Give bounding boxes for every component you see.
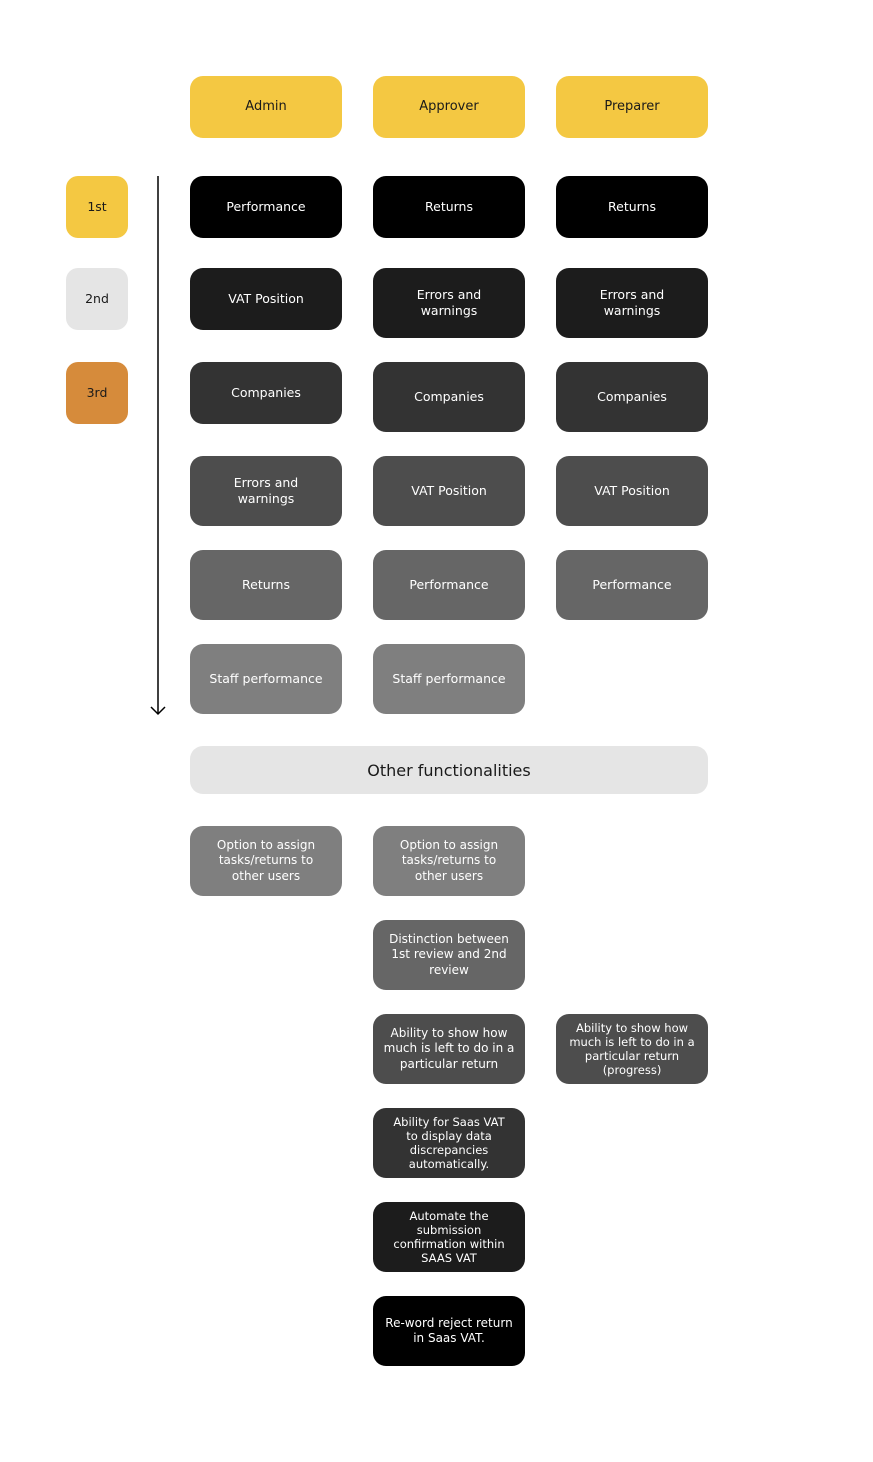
preparer-item-performance: Performance bbox=[556, 550, 708, 620]
admin-item-errors-and-warnings: Errors and warnings bbox=[190, 456, 342, 526]
admin-item-vat-position: VAT Position bbox=[190, 268, 342, 330]
preparer-item-returns: Returns bbox=[556, 176, 708, 238]
approver-item-companies: Companies bbox=[373, 362, 525, 432]
approver-item-returns: Returns bbox=[373, 176, 525, 238]
approver-other-distinction: Distinction between 1st review and 2nd r… bbox=[373, 920, 525, 990]
preparer-item-vat-position: VAT Position bbox=[556, 456, 708, 526]
admin-item-returns: Returns bbox=[190, 550, 342, 620]
admin-item-staff-performance: Staff performance bbox=[190, 644, 342, 714]
priority-arrow-icon bbox=[150, 176, 166, 716]
approver-item-errors-and-warnings: Errors and warnings bbox=[373, 268, 525, 338]
rank-1st: 1st bbox=[66, 176, 128, 238]
header-preparer: Preparer bbox=[556, 76, 708, 138]
admin-other-assign: Option to assign tasks/returns to other … bbox=[190, 826, 342, 896]
approver-item-vat-position: VAT Position bbox=[373, 456, 525, 526]
header-approver: Approver bbox=[373, 76, 525, 138]
preparer-other-progress: Ability to show how much is left to do i… bbox=[556, 1014, 708, 1084]
approver-other-automate: Automate the submission confirmation wit… bbox=[373, 1202, 525, 1272]
other-functionalities-bar: Other functionalities bbox=[190, 746, 708, 794]
rank-2nd: 2nd bbox=[66, 268, 128, 330]
header-admin: Admin bbox=[190, 76, 342, 138]
approver-other-discrepancies: Ability for Saas VAT to display data dis… bbox=[373, 1108, 525, 1178]
admin-item-performance: Performance bbox=[190, 176, 342, 238]
preparer-item-companies: Companies bbox=[556, 362, 708, 432]
approver-item-performance: Performance bbox=[373, 550, 525, 620]
preparer-item-errors-and-warnings: Errors and warnings bbox=[556, 268, 708, 338]
admin-item-companies: Companies bbox=[190, 362, 342, 424]
rank-3rd: 3rd bbox=[66, 362, 128, 424]
approver-other-progress: Ability to show how much is left to do i… bbox=[373, 1014, 525, 1084]
approver-other-reword: Re-word reject return in Saas VAT. bbox=[373, 1296, 525, 1366]
approver-item-staff-performance: Staff performance bbox=[373, 644, 525, 714]
approver-other-assign: Option to assign tasks/returns to other … bbox=[373, 826, 525, 896]
